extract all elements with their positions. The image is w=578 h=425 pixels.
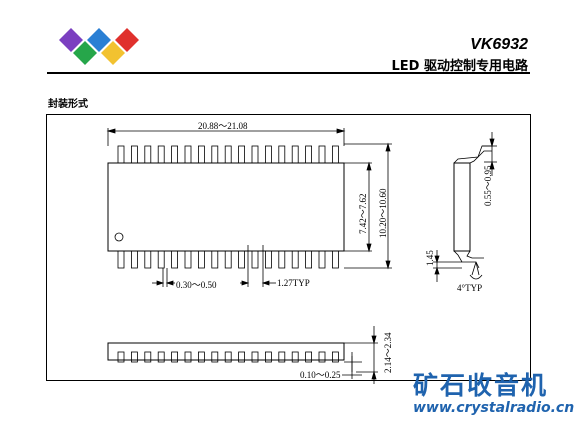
bottom-pin [157,250,165,269]
top-pin [264,145,272,164]
front-pin [197,351,205,363]
front-pin [264,351,272,363]
pitch-dim-label: 1.27TYP [277,278,310,288]
pin1-marker [114,232,124,242]
angle-dim-label: 4°TYP [457,283,483,293]
top-pin [184,145,192,164]
lead-foot-dim-label: 1.45 [425,250,435,266]
top-pin [144,145,152,164]
front-pin [318,351,326,363]
product-subtitle: LED 驱动控制专用电路 [391,59,528,74]
bottom-pins [117,250,339,269]
top-pins [117,145,339,164]
bottom-pin [130,250,138,269]
bottom-pin [117,250,125,269]
overall-width-dim-label: 10.20～10.60 [378,188,388,238]
top-pin [157,145,165,164]
top-pin [331,145,339,164]
front-pin [238,351,246,363]
logo-diamond-yellow [101,41,125,65]
top-pin [117,145,125,164]
side-view-body [453,162,471,252]
company-logo [59,28,139,65]
section-title: 封装形式 [48,99,88,110]
logo-diamond-red [115,28,139,52]
top-pin [130,145,138,164]
bottom-pin [291,250,299,269]
top-view-body [107,162,345,252]
front-pin [211,351,219,363]
bottom-pin [264,250,272,269]
top-pin [238,145,246,164]
standoff-dim-label: 0.10～0.25 [300,370,341,380]
front-pin [117,351,125,363]
top-pin [291,145,299,164]
front-pin [130,351,138,363]
bottom-pin [171,250,179,269]
front-pin [224,351,232,363]
lead-length-dim-label: 0.55～0.95 [483,165,493,206]
bottom-pin [305,250,313,269]
top-pin [251,145,259,164]
bottom-pin [278,250,286,269]
bottom-pin [144,250,152,269]
length-dim-label: 20.88～21.08 [198,121,248,131]
logo-diamond-blue [87,28,111,52]
top-pin [305,145,313,164]
front-pins [117,351,339,363]
front-pin [144,351,152,363]
bottom-pin [184,250,192,269]
front-pin [171,351,179,363]
lead-profile-top [453,145,492,164]
front-pin [291,351,299,363]
part-number: VK6932 [470,36,528,53]
bottom-pin [251,250,259,269]
watermark-cn: 矿石收音机 [413,371,549,400]
front-view-body [107,342,345,361]
bottom-pin [224,250,232,269]
lead-width-dim-label: 0.30～0.50 [176,280,217,290]
top-pin [224,145,232,164]
bottom-pin [318,250,326,269]
top-pin [211,145,219,164]
bottom-pin [211,250,219,269]
top-pin [278,145,286,164]
header-rule [47,72,530,74]
drawing-frame [46,114,531,381]
body-width-dim-label: 7.42～7.62 [358,193,368,234]
bottom-pin [331,250,339,269]
height-dim-label: 2.14～2.34 [383,332,393,373]
top-pin [318,145,326,164]
front-pin [331,351,339,363]
front-pin [157,351,165,363]
front-pin [305,351,313,363]
watermark-url: www.crystalradio.cn [413,400,575,416]
bottom-pin [197,250,205,269]
front-pin [184,351,192,363]
front-pin [278,351,286,363]
logo-diamond-purple [59,28,83,52]
logo-diamond-green [73,41,97,65]
bottom-pin [238,250,246,269]
front-pin [251,351,259,363]
top-pin [171,145,179,164]
top-pin [197,145,205,164]
